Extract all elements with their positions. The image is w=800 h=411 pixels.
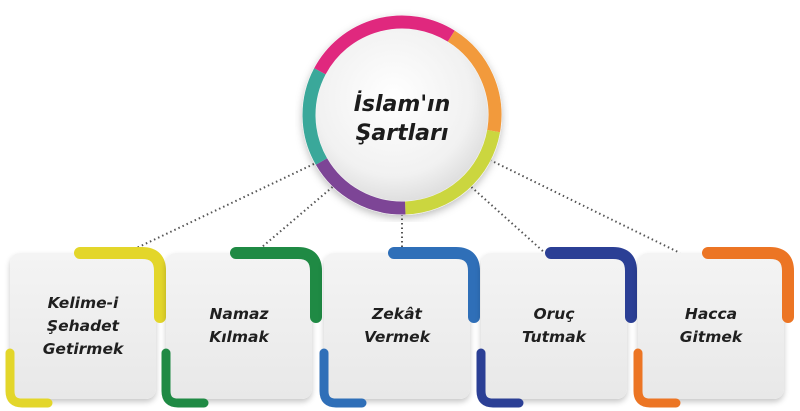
card-label-line-2: Şehadet [46, 316, 120, 335]
card-zekat: Zekât Vermek [319, 247, 480, 408]
card-background [481, 253, 627, 399]
corner-accent-top-right [388, 247, 480, 323]
connector-line-4 [467, 183, 546, 254]
card-label-line-2: Gitmek [679, 328, 743, 346]
card-label-line-1: Hacca [684, 305, 738, 323]
card-label: Zekât Vermek [324, 253, 470, 399]
ring-segment-2 [447, 30, 502, 133]
ring-arcs [302, 15, 502, 215]
ring-segment-4 [315, 158, 406, 215]
card-label-line-3: Getirmek [42, 339, 124, 358]
corner-accent-top-right [545, 247, 637, 323]
center-ring [302, 15, 502, 215]
card-label-line-2: Kılmak [209, 328, 269, 346]
card-corner-accents [633, 247, 794, 408]
ring-segment-3 [404, 129, 500, 215]
card-oruc: Oruç Tutmak [476, 247, 637, 408]
card-background [10, 253, 156, 399]
connector-line-5 [489, 159, 681, 254]
center-title: İslam'ın Şartları [322, 90, 482, 148]
card-label: Oruç Tutmak [481, 253, 627, 399]
card-label: Kelime-i Şehadet Getirmek [10, 253, 156, 399]
corner-accent-top-right [702, 247, 794, 323]
corner-accent-top-right [74, 247, 166, 323]
center-title-line-2: Şartları [355, 121, 449, 146]
card-kelime-i-sehadet: Kelime-i Şehadet Getirmek [5, 247, 166, 408]
card-corner-accents [319, 247, 480, 408]
card-label: Namaz Kılmak [166, 253, 312, 399]
center-disc [316, 29, 488, 201]
card-corner-accents [476, 247, 637, 408]
card-label-line-2: Vermek [364, 328, 430, 346]
card-corner-accents [5, 247, 166, 408]
card-background [324, 253, 470, 399]
corner-accent-bottom-left [476, 348, 524, 408]
corner-accent-top-right [230, 247, 322, 323]
card-background [166, 253, 312, 399]
card-label-line-1: Oruç [533, 305, 575, 323]
connector-line-1 [125, 161, 319, 254]
card-label-line-2: Tutmak [522, 328, 586, 346]
corner-accent-bottom-left [319, 348, 367, 408]
card-label-line-1: Namaz [209, 305, 269, 323]
card-hac: Hacca Gitmek [633, 247, 794, 408]
card-background [638, 253, 784, 399]
ring-segment-1 [314, 15, 455, 75]
corner-accent-bottom-left [5, 348, 53, 408]
ring-segment-5 [302, 68, 328, 165]
card-label: Hacca Gitmek [638, 253, 784, 399]
card-label-line-1: Kelime-i [47, 293, 119, 312]
corner-accent-bottom-left [633, 348, 681, 408]
card-label-line-1: Zekât [372, 305, 422, 323]
corner-accent-bottom-left [161, 348, 209, 408]
card-corner-accents [161, 247, 322, 408]
center-title-line-1: İslam'ın [353, 92, 451, 117]
card-namaz: Namaz Kılmak [161, 247, 322, 408]
